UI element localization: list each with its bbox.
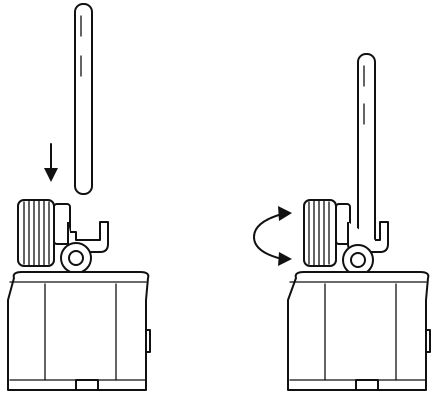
right-panel (253, 53, 431, 391)
left-panel (7, 3, 151, 391)
right-base (287, 271, 431, 391)
left-base (7, 271, 151, 391)
right-clamp (342, 221, 389, 276)
right-knob (303, 199, 351, 267)
right-rod (357, 53, 376, 251)
rotate-arrow-icon (253, 206, 292, 266)
left-knob (17, 199, 71, 267)
left-clamp (60, 221, 109, 274)
down-arrow-icon (44, 143, 58, 182)
left-rod (74, 3, 93, 195)
